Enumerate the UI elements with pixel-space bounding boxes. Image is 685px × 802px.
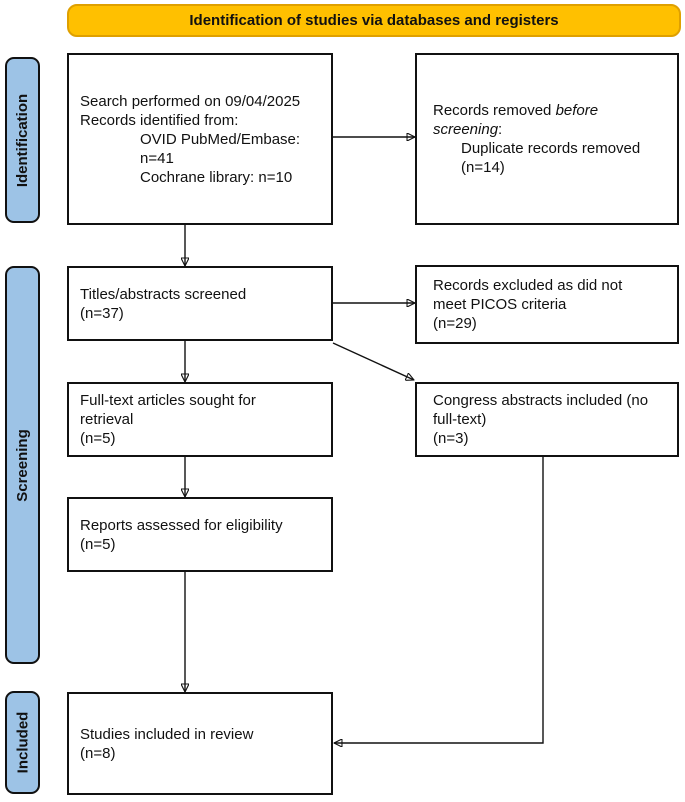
banner-identification-of-studies: Identification of studies via databases …: [67, 4, 681, 37]
box-records-removed-before-screening: Records removed before screening: Duplicat…: [415, 53, 679, 225]
box-text-line: full-text): [433, 411, 487, 428]
box-text-line: Cochrane library: n=10: [140, 168, 293, 186]
box-text-line: Records identified from:: [80, 111, 239, 129]
stage-label-included-text: Included: [14, 711, 32, 774]
box-reports-assessed: Reports assessed for eligibility(n=5): [67, 497, 333, 572]
box-text-line: (n=37): [80, 304, 124, 322]
box-text-line: (n=5): [80, 535, 116, 553]
box-text-line: Records removed before: [433, 102, 599, 119]
box-fulltext-sought: Full-text articles sought for retrieval (n…: [67, 382, 333, 457]
box-text-line: (n=29): [433, 315, 477, 332]
box-text-line: retrieval: [80, 411, 134, 428]
box-text-line: Full-text articles sought for: [80, 392, 256, 409]
stage-label-included: Included: [5, 691, 40, 794]
box-text-line: Duplicate records removed: [461, 140, 641, 157]
box-text-line: (n=8): [80, 744, 116, 762]
arrow-screened-to-congress: [332, 342, 414, 380]
box-studies-included: Studies included in review(n=8): [67, 692, 333, 795]
box-text-line: (n=3): [433, 430, 469, 447]
banner-label: Identification of studies via databases …: [189, 12, 559, 29]
box-text-line: Search performed on 09/04/2025: [80, 92, 301, 110]
stage-label-identification: Identification: [5, 57, 40, 223]
box-text-line: Records excluded as did not: [433, 277, 623, 294]
box-text-line: (n=5): [80, 430, 116, 447]
box-text-line: Congress abstracts included (no: [433, 392, 649, 409]
box-records-excluded-picos: Records excluded as did not meet PICOS cr…: [415, 265, 679, 344]
box-text-line: OVID PubMed/Embase: n=41: [140, 130, 301, 167]
box-text-line: Reports assessed for eligibility: [80, 516, 283, 534]
box-text-line: (n=14): [461, 159, 505, 176]
box-text-line: Studies included in review: [80, 725, 254, 743]
box-congress-abstracts-included: Congress abstracts included (no full-text…: [415, 382, 679, 457]
stage-label-screening: Screening: [5, 266, 40, 664]
box-titles-abstracts-screened: Titles/abstracts screened(n=37): [67, 266, 333, 341]
stage-label-screening-text: Screening: [14, 428, 31, 502]
stage-label-identification-text: Identification: [14, 93, 31, 187]
arrow-congress-to-included: [334, 457, 544, 743]
box-text-line: meet PICOS criteria: [433, 296, 567, 313]
box-text-line: Titles/abstracts screened: [80, 285, 247, 303]
box-text-line: screening:: [433, 121, 503, 138]
